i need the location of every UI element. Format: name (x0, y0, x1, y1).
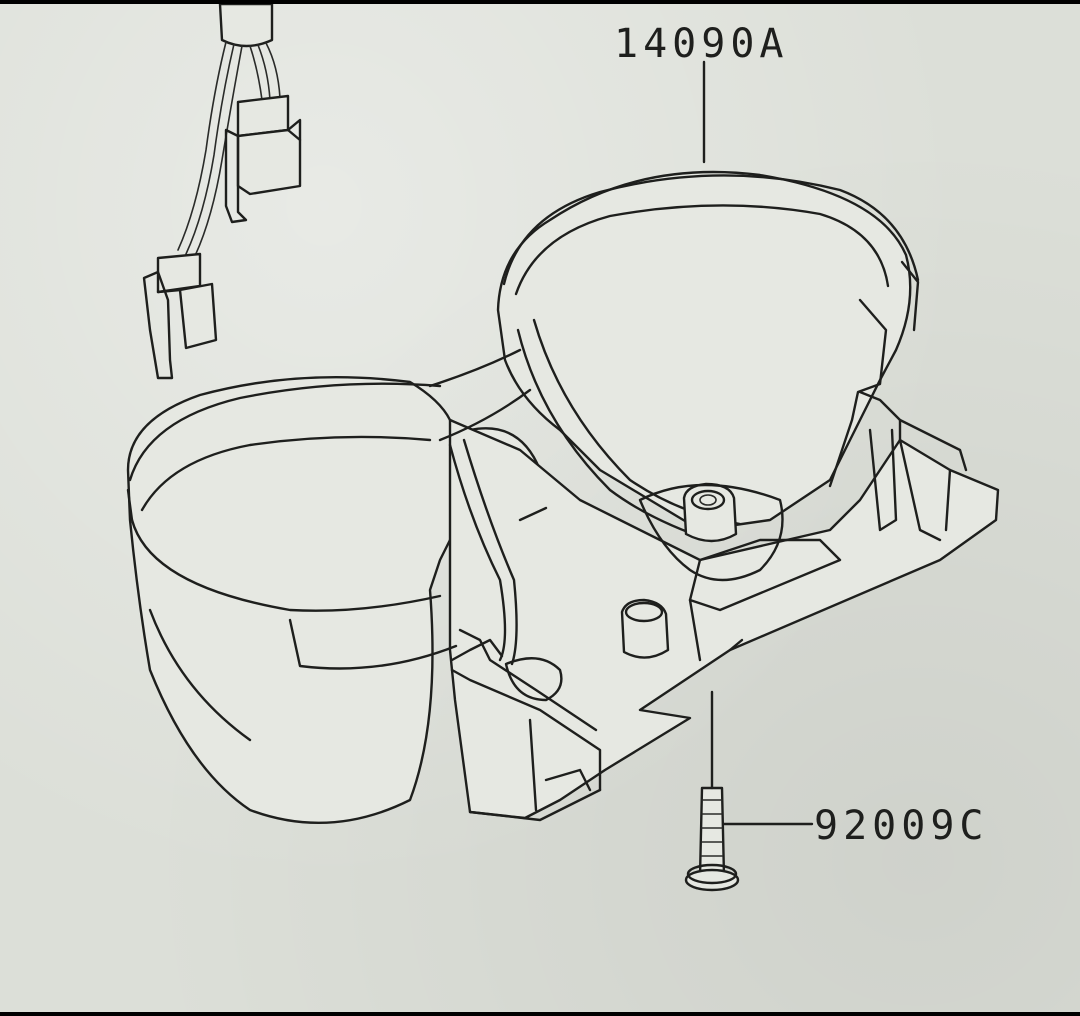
wire-harness (177, 4, 281, 259)
callout-92009C: 92009C (814, 803, 989, 849)
parts-diagram (126, 4, 1000, 892)
meter-housing (126, 170, 1000, 825)
connector-lower (142, 252, 218, 380)
callout-14090A: 14090A (614, 21, 789, 67)
screw (684, 786, 740, 892)
diagram-frame: 14090A 92009C (0, 4, 1080, 1012)
connector-upper (224, 94, 302, 224)
